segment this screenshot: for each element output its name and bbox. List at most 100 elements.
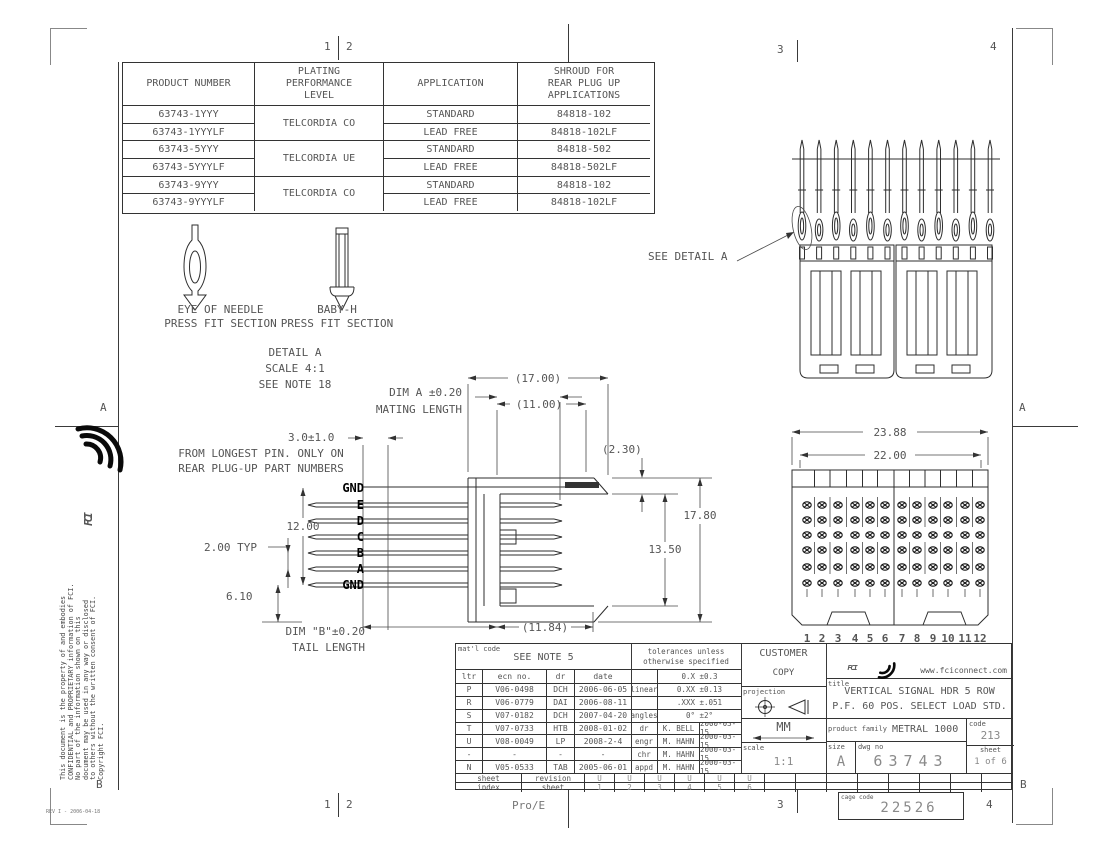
application-cell: LEAD FREE xyxy=(383,158,517,176)
plating-cell: TELCORDIA CO xyxy=(254,175,383,212)
rev-ecn: V06-0779 xyxy=(482,695,546,709)
dim-17-80: 17.80 xyxy=(683,509,716,522)
code-label: code xyxy=(969,720,986,728)
approval-name: M. HAHN xyxy=(657,760,699,773)
col-number: 10 xyxy=(941,632,954,645)
approval-role: engr xyxy=(631,734,657,747)
dim-a-mating-length-label: DIM A ±0.20 MATING LENGTH xyxy=(375,386,462,416)
rev-ltr: P xyxy=(456,682,482,696)
confidentiality-notice: This document is the property of and emb… xyxy=(59,583,105,780)
rev-dr: - xyxy=(546,747,574,761)
shroud-cell: 84818-102 xyxy=(517,105,650,123)
zone-top-4: 4 xyxy=(990,40,997,53)
approval-name: M. HAHN xyxy=(657,747,699,761)
titleblock-divider xyxy=(826,644,827,773)
rev-dr: DAI xyxy=(546,695,574,709)
dim-12-00: 12.00 xyxy=(286,520,319,533)
zone-tick-right-a xyxy=(1012,426,1078,427)
approval-date: 2000-03-15 xyxy=(699,747,741,761)
rev-date: 2007-04-20 xyxy=(574,708,631,722)
scale-value: 1:1 xyxy=(773,755,794,768)
mm-double-arrow-icon xyxy=(753,735,814,741)
sheet-value: 1 of 6 xyxy=(974,757,1007,767)
col-number: 12 xyxy=(973,632,986,645)
zone-top-2: 2 xyxy=(346,40,353,53)
matl-code-label: mat'l code xyxy=(458,645,501,653)
rev-ltr: - xyxy=(456,747,482,760)
rev-ltr: T xyxy=(456,721,482,735)
tol-linear-xx: 0.XX ±0.13 xyxy=(657,682,741,696)
shroud-cell: 84818-502LF xyxy=(517,158,650,176)
top-view-drawing xyxy=(736,139,1000,379)
rev-ltr: S xyxy=(456,708,482,722)
row-label-d: D xyxy=(356,514,364,528)
col-header-application: APPLICATION xyxy=(383,63,517,105)
rev-letter: U xyxy=(584,774,614,783)
sheet-number: 4 xyxy=(674,783,704,792)
title-label: title xyxy=(828,680,850,688)
rev-letter: U xyxy=(704,774,734,783)
sheet-index-label-1: sheet xyxy=(477,774,500,783)
revision-table: ltr ecn no. dr date P V06-0498 DCH 2006-… xyxy=(456,670,631,773)
tolerances-table: 0.X ±0.3 linear 0.XX ±0.13 .XXX ±.051 an… xyxy=(631,670,741,773)
dim-11-84: (11.84) xyxy=(522,621,568,634)
eye-of-needle-label: EYE OF NEEDLE PRESS FIT SECTION xyxy=(164,303,277,330)
scale-label: scale xyxy=(743,744,765,752)
rev-dr: DCH xyxy=(546,682,574,696)
zone-left-a: A xyxy=(100,401,107,414)
rear-plug-up-note: FROM LONGEST PIN. ONLY ON REAR PLUG-UP P… xyxy=(178,447,344,475)
dim-2-30: (2.30) xyxy=(602,443,642,456)
fci-logo-text: FCI xyxy=(82,512,95,526)
col-header-shroud: SHROUD FOR REAR PLUG UP APPLICATIONS xyxy=(517,63,650,105)
rev-ecn: - xyxy=(482,747,546,761)
cage-code-value: 22526 xyxy=(880,800,938,816)
col-header-product-number: PRODUCT NUMBER xyxy=(146,78,231,89)
rev-ecn: V07-0733 xyxy=(482,721,546,735)
product-family-label: product family xyxy=(828,725,888,733)
corner-mark-top-right xyxy=(1016,28,1053,65)
titleblock-divider xyxy=(741,644,742,773)
zone-right-a: A xyxy=(1019,401,1026,414)
projection-label: projection xyxy=(743,688,786,696)
sheet-index-revision-row: sheet revision U U U U U U xyxy=(456,773,1013,783)
tolerances-header: tolerances unless otherwise specified xyxy=(631,644,741,670)
code-value: 213 xyxy=(980,729,1001,742)
dim-11-00: (11.00) xyxy=(516,398,562,411)
rev-date: 2008-2-4 xyxy=(574,734,631,748)
row-label-a: A xyxy=(356,562,364,576)
drawing-title: VERTICAL SIGNAL HDR 5 ROW P.F. 60 POS. S… xyxy=(832,686,1007,712)
size-value: A xyxy=(836,754,846,770)
rev-header-dr: dr xyxy=(546,670,574,683)
zone-tick-bottom-34 xyxy=(797,790,798,813)
col-number: 3 xyxy=(835,632,842,645)
zone-top-1: 1 xyxy=(324,40,331,53)
dim-3-0-label: 3.0±1.0 xyxy=(288,431,335,444)
approval-role: chr xyxy=(631,747,657,760)
col-number: 8 xyxy=(914,632,921,645)
col-header-plating: PLATING PERFORMANCE LEVEL xyxy=(254,63,383,105)
tol-angles-value: 0° ±2° xyxy=(657,708,741,722)
third-angle-projection-icon xyxy=(755,697,809,717)
row-label-b: B xyxy=(356,546,364,560)
sheet-number: 1 xyxy=(584,783,614,792)
titleblock-divider xyxy=(631,644,632,773)
copy-label: COPY xyxy=(772,668,795,678)
shroud-cell: 84818-102LF xyxy=(517,193,650,212)
approval-date: 2000-03-15 xyxy=(699,721,741,735)
customer-label: CUSTOMER xyxy=(759,648,808,659)
product-number-cell: 63743-9YYY xyxy=(123,175,254,194)
corner-mark-bottom-left xyxy=(50,788,87,825)
approval-role: appd xyxy=(631,760,657,773)
fci-url: www.fciconnect.com xyxy=(920,666,1007,675)
sheet-number: 6 xyxy=(734,783,764,792)
plating-cell: TELCORDIA CO xyxy=(254,105,383,141)
dim-b-tail-length-label: DIM "B"±0.20 TAIL LENGTH xyxy=(285,625,365,654)
rev-dr: TAB xyxy=(546,760,574,773)
sheet-number: 2 xyxy=(614,783,644,792)
col-number: 4 xyxy=(852,632,859,645)
rev-header-ecn: ecn no. xyxy=(482,670,546,683)
proe-label: Pro/E xyxy=(512,799,546,812)
fci-logo-text: FCI xyxy=(847,663,858,672)
col-number: 1 xyxy=(804,632,811,645)
